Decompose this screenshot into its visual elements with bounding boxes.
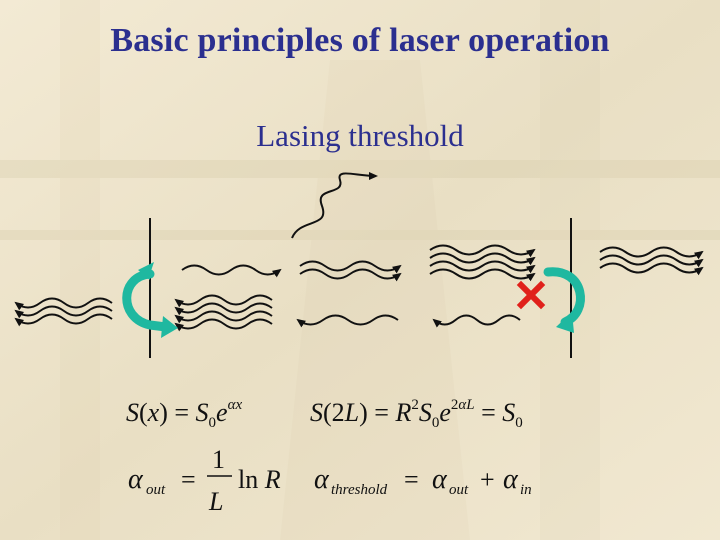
photon-wave bbox=[181, 264, 282, 278]
svg-text:=: = bbox=[404, 465, 419, 494]
photon-wave bbox=[14, 305, 113, 319]
svg-text:α: α bbox=[314, 464, 330, 495]
curved-arrow-icon bbox=[543, 267, 585, 333]
svg-text:out: out bbox=[449, 482, 469, 498]
photon-wave bbox=[429, 260, 536, 274]
photon-wave bbox=[432, 314, 521, 328]
photon-wave bbox=[599, 254, 704, 268]
photon-wave bbox=[299, 260, 402, 274]
photon-wave bbox=[599, 246, 704, 260]
escaping-photon bbox=[291, 171, 378, 239]
photon-wave bbox=[429, 244, 536, 258]
photon-wave bbox=[174, 302, 273, 316]
svg-text:1: 1 bbox=[212, 445, 225, 474]
photon-wave bbox=[429, 268, 536, 282]
photon-wave bbox=[174, 294, 273, 308]
slide-title: Basic principles of laser operation bbox=[110, 22, 610, 59]
x-mark-icon bbox=[516, 280, 546, 310]
photon-wave bbox=[174, 318, 273, 332]
curved-arrow-icon bbox=[122, 262, 178, 338]
photon-wave bbox=[14, 297, 113, 311]
output-loss-equation: α out = 1 L ln R bbox=[128, 445, 281, 516]
svg-text:+: + bbox=[480, 465, 495, 494]
svg-text:α: α bbox=[503, 464, 519, 495]
gain-equation: S(x) = S0eαx bbox=[126, 397, 242, 431]
slide-subtitle: Lasing threshold bbox=[256, 118, 464, 153]
svg-text:=: = bbox=[181, 465, 196, 494]
svg-text:S(2L) = R2S0e2αL = S0: S(2L) = R2S0e2αL = S0 bbox=[310, 397, 523, 431]
svg-text:L: L bbox=[208, 487, 223, 516]
photon-wave bbox=[174, 310, 273, 324]
threshold-equation: α threshold = α out + α in bbox=[314, 464, 532, 498]
photon-wave bbox=[599, 262, 704, 276]
svg-text:in: in bbox=[520, 482, 532, 498]
svg-text:α: α bbox=[128, 464, 144, 495]
svg-text:threshold: threshold bbox=[331, 482, 388, 498]
photon-wave bbox=[429, 252, 536, 266]
svg-text:ln R: ln R bbox=[238, 465, 281, 494]
photon-wave bbox=[14, 313, 113, 327]
svg-text:α: α bbox=[432, 464, 448, 495]
svg-text:S(x) = S0eαx: S(x) = S0eαx bbox=[126, 397, 242, 431]
photon-wave bbox=[296, 314, 399, 328]
photon-wave bbox=[299, 268, 402, 282]
svg-text:out: out bbox=[146, 482, 166, 498]
round-trip-equation: S(2L) = R2S0e2αL = S0 bbox=[310, 397, 523, 431]
